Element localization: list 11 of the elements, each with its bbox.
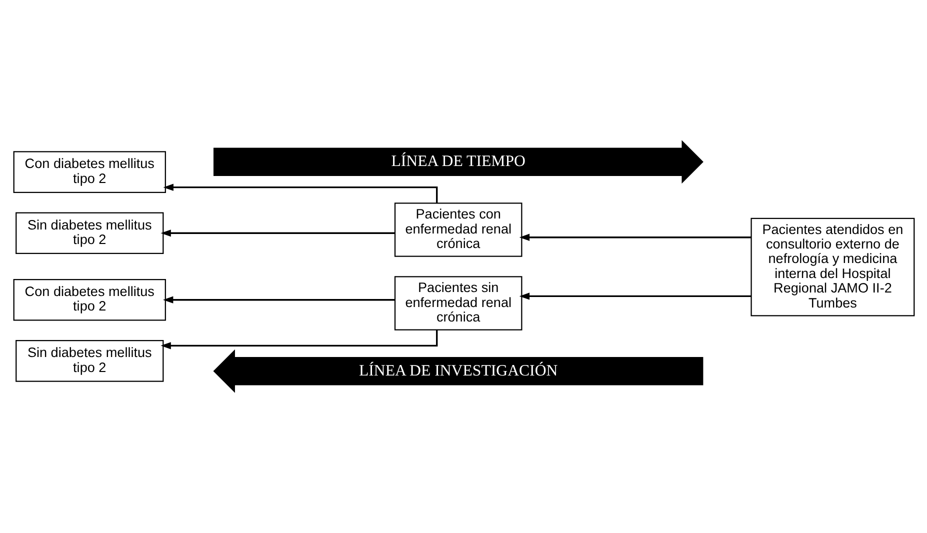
node-box: Sin diabetes mellitus tipo 2 xyxy=(15,212,164,254)
arrow xyxy=(160,230,394,237)
arrow xyxy=(162,296,394,304)
node-box: Con diabetes mellitus tipo 2 xyxy=(12,151,166,193)
node-box: Pacientes sin enfermedad renal crónica xyxy=(394,276,522,330)
arrow xyxy=(518,292,751,300)
arrow xyxy=(518,234,751,241)
node-box: Con diabetes mellitus tipo 2 xyxy=(12,278,166,321)
node-box: Sin diabetes mellitus tipo 2 xyxy=(15,340,164,382)
node-box: Pacientes con enfermedad renal crónica xyxy=(394,202,522,257)
node-box: Pacientes atendidos en consultorio externo de nefrología y medicina interna del Hospital Regional JAMO II-2 Tumbes xyxy=(750,218,914,316)
